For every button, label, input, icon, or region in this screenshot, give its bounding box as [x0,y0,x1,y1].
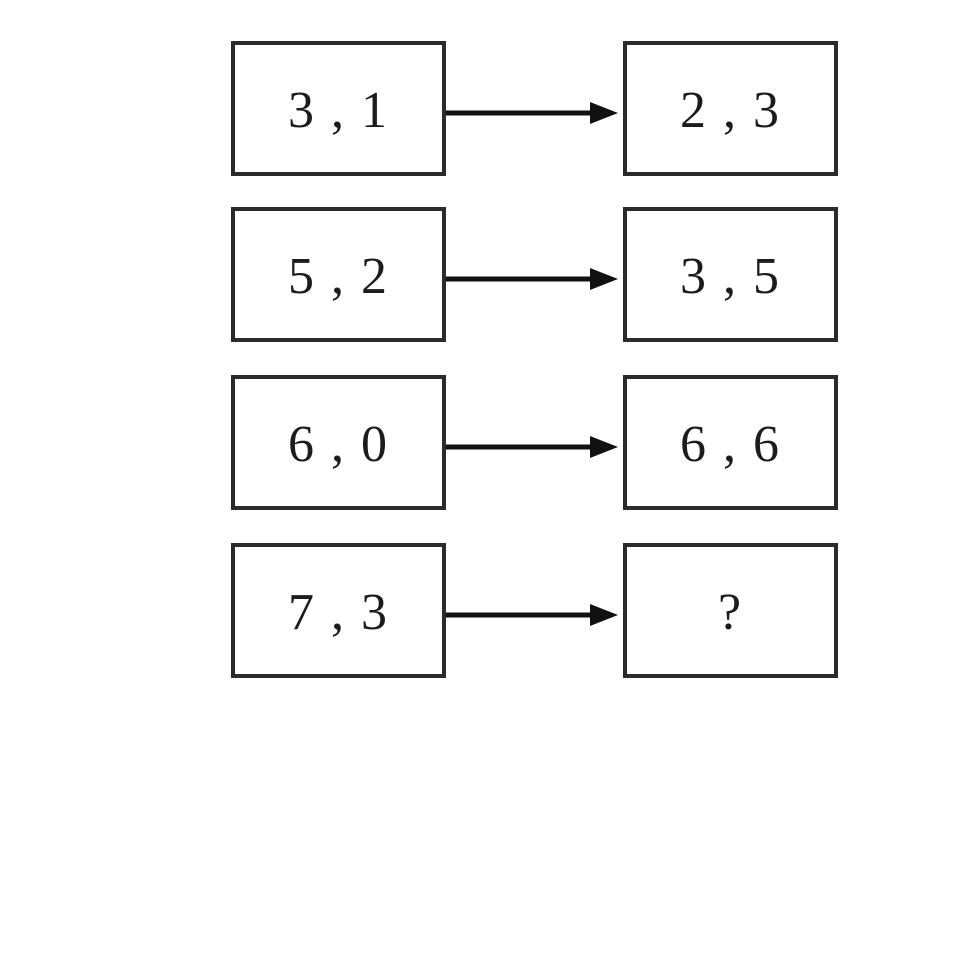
mapping-row-2: 5 , 2 3 , 5 [231,207,838,342]
output-value-3: 6 , 6 [680,416,781,473]
input-value-2: 5 , 2 [288,248,389,305]
input-value-1: 3 , 1 [288,82,389,139]
output-box-3: 6 , 6 [623,375,838,510]
input-box-3: 6 , 0 [231,375,446,510]
right-arrow-icon [446,101,618,124]
mapping-row-3: 6 , 0 6 , 6 [231,375,838,510]
input-box-4: 7 , 3 [231,543,446,678]
right-arrow-icon [446,435,618,458]
output-value-2: 3 , 5 [680,248,781,305]
output-box-4: ? [623,543,838,678]
output-box-2: 3 , 5 [623,207,838,342]
output-value-1: 2 , 3 [680,82,781,139]
input-value-3: 6 , 0 [288,416,389,473]
unknown-output-value: ? [717,584,744,641]
output-box-1: 2 , 3 [623,41,838,176]
input-box-2: 5 , 2 [231,207,446,342]
mapping-row-1: 3 , 1 2 , 3 [231,41,838,176]
right-arrow-icon [446,267,618,290]
right-arrow-icon [446,603,618,626]
mapping-row-4: 7 , 3 ? [231,543,838,678]
input-box-1: 3 , 1 [231,41,446,176]
input-value-4: 7 , 3 [288,584,389,641]
